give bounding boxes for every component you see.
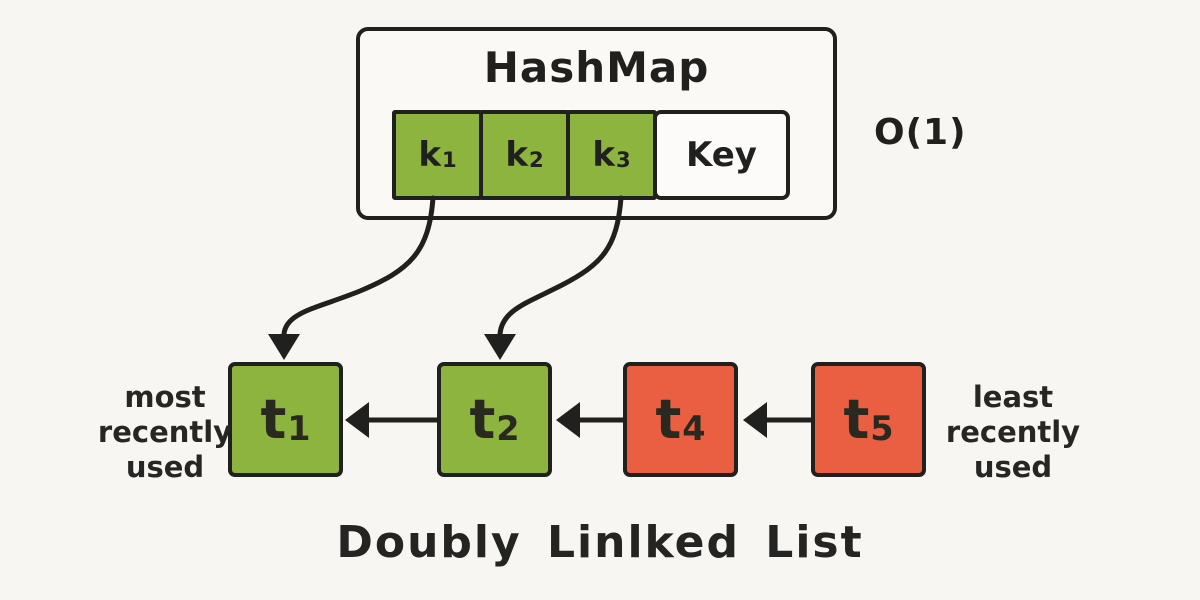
node-t4-sub: 4 — [682, 408, 706, 448]
arrow-t4-t2-head-icon — [556, 402, 580, 438]
mru-line-1: most — [124, 380, 206, 414]
cell-k1-label: k — [418, 135, 441, 175]
hashmap-title: HashMap — [483, 43, 710, 92]
arrow-t2-t1-head-icon — [345, 402, 369, 438]
most-recently-used-label: most recently used — [80, 380, 250, 485]
cell-k1-sub: 1 — [441, 147, 457, 173]
node-t5-label: t — [843, 388, 870, 451]
pointer-k1-arrowhead-icon — [268, 334, 300, 360]
cell-key-label: Key — [686, 135, 757, 175]
node-t2-label: t — [469, 388, 496, 451]
cell-k2-label: k — [505, 135, 528, 175]
cell-k3-sub: 3 — [615, 147, 631, 173]
node-t2-sub: 2 — [496, 408, 520, 448]
complexity-label: O(1) — [874, 112, 967, 153]
lru-line-3: used — [973, 450, 1053, 484]
mru-line-3: used — [125, 450, 205, 484]
lru-line-1: least — [972, 380, 1054, 414]
cell-k3-label: k — [592, 135, 615, 175]
arrow-t5-t4-head-icon — [743, 402, 767, 438]
node-t1-sub: 1 — [287, 408, 311, 448]
node-t1-label: t — [260, 388, 287, 451]
lru-line-2: recently — [945, 415, 1081, 449]
pointer-k3-arrowhead-icon — [484, 334, 516, 360]
doubly-linked-list-title: Doubly Linlked List — [336, 517, 864, 568]
node-t5-sub: 5 — [870, 408, 894, 448]
cell-k2-sub: 2 — [528, 147, 544, 173]
hashmap-cell-key: Key — [653, 110, 790, 200]
least-recently-used-label: least recently used — [928, 380, 1098, 485]
node-t4-label: t — [655, 388, 682, 451]
mru-line-2: recently — [97, 415, 233, 449]
